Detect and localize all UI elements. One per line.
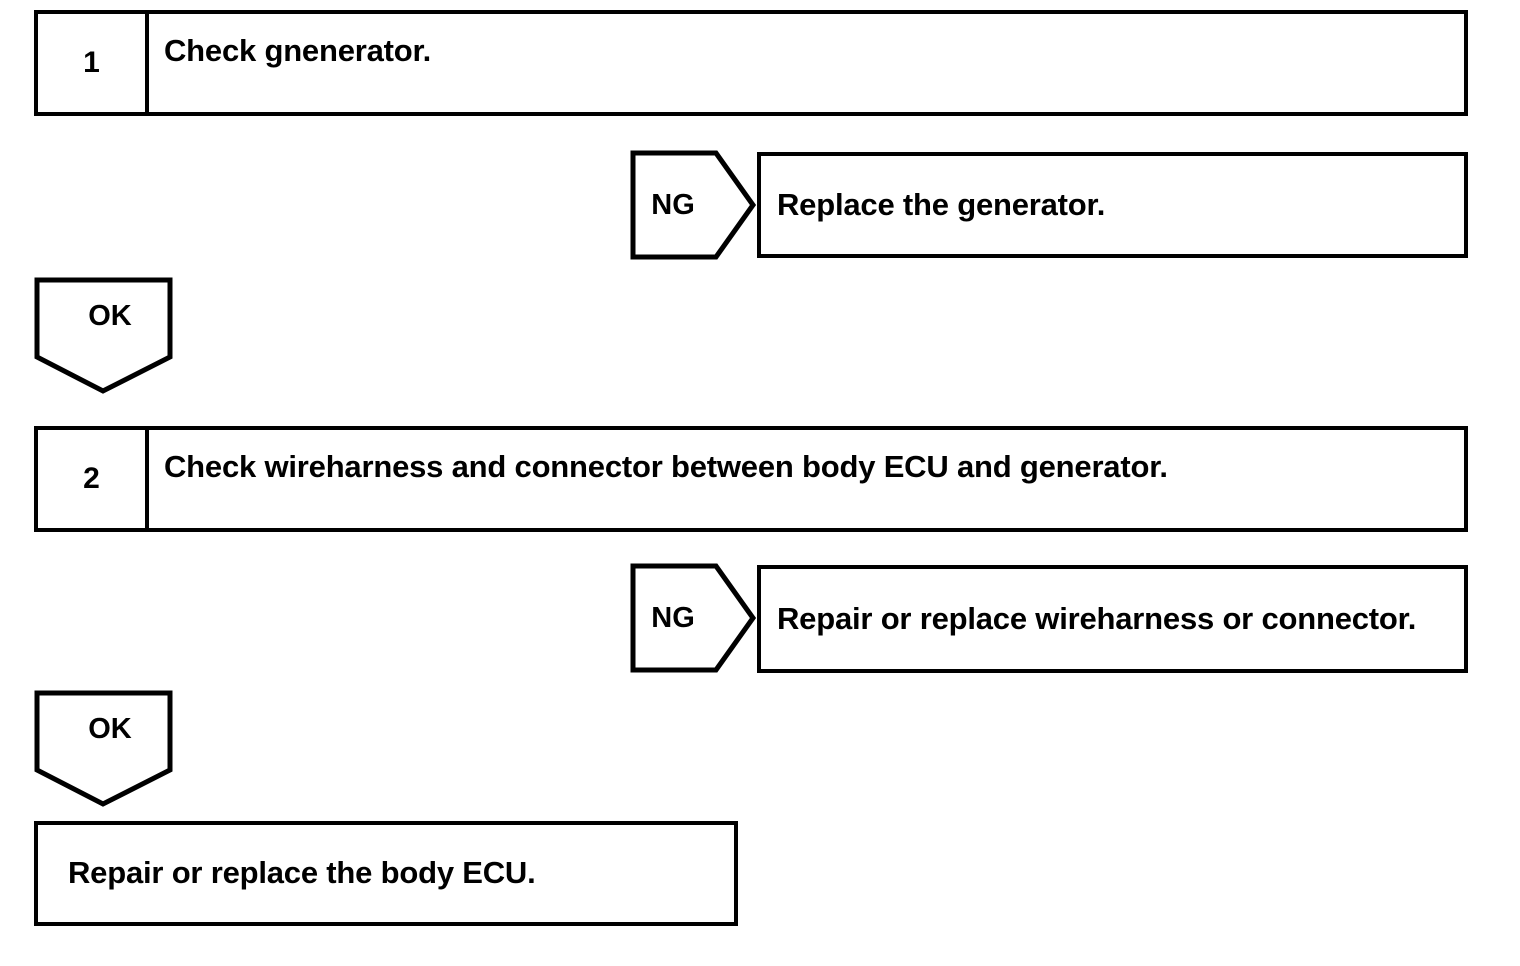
step-text-cell-2: Check wireharness and connector between … — [149, 430, 1464, 528]
step-box-2: 2 Check wireharness and connector betwee… — [34, 426, 1468, 532]
ng-arrow-outline-2 — [630, 563, 756, 673]
step-number-cell-1: 1 — [38, 14, 149, 112]
step-number-1: 1 — [83, 46, 100, 79]
ng-action-text-1: Replace the generator. — [777, 186, 1106, 222]
ok-marker-2: OK — [34, 690, 174, 807]
final-action-box: Repair or replace the body ECU. — [34, 821, 738, 926]
ok-marker-label-2: OK — [88, 712, 132, 745]
step-text-cell-1: Check gnenerator. — [149, 14, 1464, 112]
final-action-text: Repair or replace the body ECU. — [68, 855, 536, 891]
ng-arrow-2: NG — [630, 563, 756, 673]
ok-marker-outline-1 — [34, 277, 173, 394]
ng-arrow-label-2: NG — [651, 601, 695, 634]
ng-action-text-2: Repair or replace wireharness or connect… — [777, 600, 1417, 636]
step-instruction-2: Check wireharness and connector between … — [164, 449, 1168, 484]
step-box-1: 1 Check gnenerator. — [34, 10, 1468, 116]
step-instruction-1: Check gnenerator. — [164, 33, 432, 68]
ok-marker-1: OK — [34, 277, 174, 394]
step-number-cell-2: 2 — [38, 430, 149, 528]
ok-marker-label-1: OK — [88, 299, 132, 332]
ng-arrow-1: NG — [630, 150, 756, 260]
ng-action-box-2: Repair or replace wireharness or connect… — [757, 565, 1468, 673]
ng-action-box-1: Replace the generator. — [757, 152, 1468, 258]
step-number-2: 2 — [83, 462, 100, 495]
ng-arrow-label-1: NG — [651, 188, 695, 221]
ok-marker-outline-2 — [34, 690, 173, 807]
ng-arrow-outline-1 — [630, 150, 756, 260]
